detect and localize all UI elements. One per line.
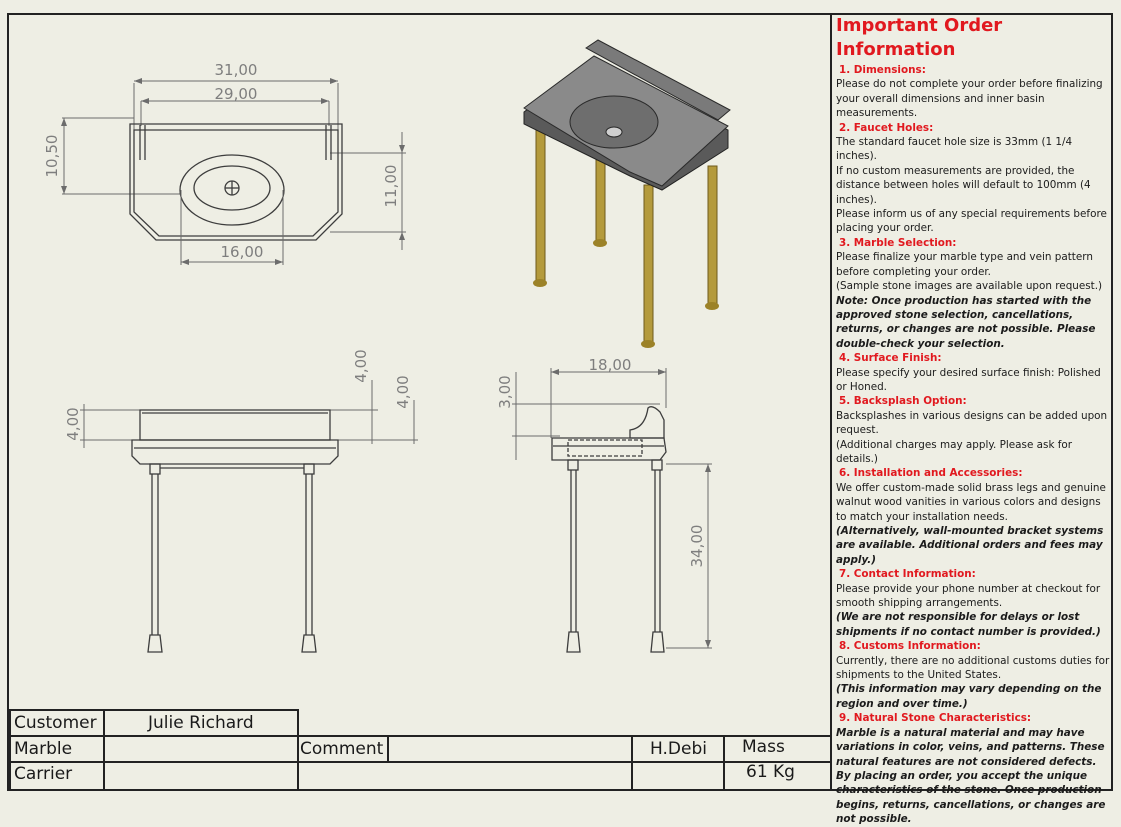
info-paragraph: Currently, there are no additional custo…	[836, 654, 1110, 682]
sheet-border	[7, 13, 1113, 791]
order-info-title: Important Order Information	[836, 15, 1003, 60]
info-section-heading: 6. Installation and Accessories:	[839, 467, 1023, 480]
info-section-heading: 7. Contact Information:	[839, 568, 976, 581]
dim-basin-width: 16,00	[221, 243, 264, 261]
drawing-sheet: 31,00 29,00 10,50 11,00	[7, 13, 1113, 791]
info-section-heading: 3. Marble Selection:	[839, 236, 957, 249]
info-paragraph: Please specify your desired surface fini…	[836, 366, 1101, 393]
info-section: 4. Surface Finish:Please specify your de…	[836, 351, 1112, 394]
dim-side-backsplash: 3,00	[496, 375, 514, 408]
info-section: 3. Marble Selection: Please finalize your…	[836, 236, 1112, 351]
dim-top-inner-width: 29,00	[215, 85, 258, 103]
mass-label: Mass	[742, 737, 785, 757]
comment-label: Comment	[300, 739, 384, 759]
info-paragraph: The standard faucet hole size is 33mm (1…	[836, 136, 1073, 163]
info-section: 1. Dimensions: Please do not complete you…	[836, 63, 1112, 121]
info-paragraph: Note: Once production has started with t…	[836, 294, 1096, 350]
dim-top-depth: 10,50	[43, 135, 61, 178]
order-info-panel: Important Order Information 1. Dimension…	[836, 14, 1112, 827]
info-paragraph: Please inform us of any special requirem…	[836, 208, 1107, 235]
title-block	[9, 709, 831, 791]
carrier-label: Carrier	[14, 764, 73, 784]
dim-top-side-depth: 11,00	[382, 165, 400, 208]
info-section: 2. Faucet Holes: The standard faucet hole…	[836, 121, 1112, 236]
info-section: 5. Backsplash Option:Backsplashes in var…	[836, 394, 1112, 466]
info-section: 6. Installation and Accessories:We offer…	[836, 466, 1112, 567]
info-paragraph: If no custom measurements are provided, …	[836, 164, 1091, 206]
dim-side-depth: 18,00	[589, 356, 632, 374]
info-paragraph: (Alternatively, wall-mounted bracket sys…	[836, 525, 1104, 566]
info-paragraph: Marble is a natural material and may hav…	[836, 726, 1105, 768]
front-view: 4,00 4,00 4,00	[64, 349, 418, 653]
info-paragraph: By placing an order, you accept the uniq…	[836, 769, 1106, 826]
info-section-heading: 8. Customs Information:	[839, 640, 981, 653]
info-section: 7. Contact Information:Please provide yo…	[836, 567, 1112, 639]
marble-label: Marble	[14, 739, 73, 759]
info-section-heading: 5. Backsplash Option:	[839, 395, 967, 408]
info-section: 8. Customs Information:Currently, there …	[836, 639, 1112, 711]
info-paragraph: We offer custom-made solid brass legs an…	[836, 481, 1106, 523]
info-paragraph: Please finalize your marble type and vei…	[836, 251, 1093, 278]
info-paragraph: Please provide your phone number at chec…	[836, 582, 1101, 610]
dim-top-outer-width: 31,00	[215, 61, 258, 79]
mass-value: 61 Kg	[746, 762, 795, 782]
info-paragraph: (We are not responsible for delays or lo…	[836, 611, 1101, 638]
info-section: 9. Natural Stone Characteristics:Marble …	[836, 711, 1112, 826]
info-paragraph: (Additional charges may apply. Please as…	[836, 438, 1073, 465]
customer-value: Julie Richard	[148, 713, 254, 733]
designer-name: H.Debi	[650, 739, 707, 759]
info-paragraph: (Sample stone images are available upon …	[836, 280, 1103, 293]
info-section-heading: 9. Natural Stone Characteristics:	[839, 712, 1032, 725]
customer-label: Customer	[14, 713, 97, 733]
info-paragraph: Backsplashes in various designs can be a…	[836, 409, 1108, 437]
top-view: 31,00 29,00 10,50 11,00	[43, 61, 406, 265]
dim-front-backsplash-total: 4,00	[352, 349, 370, 382]
info-section-heading: 1. Dimensions:	[839, 64, 926, 76]
info-section-heading: 4. Surface Finish:	[839, 352, 942, 365]
order-info-sections: 1. Dimensions: Please do not complete you…	[836, 63, 1112, 827]
isometric-view	[523, 39, 731, 348]
info-section-heading: 2. Faucet Holes:	[839, 121, 934, 134]
side-view: 18,00 3,00 34,00	[496, 356, 712, 653]
dim-front-left-height: 4,00	[64, 407, 82, 440]
info-paragraph: (This information may vary depending on …	[836, 683, 1102, 710]
dim-front-backsplash: 4,00	[394, 375, 412, 408]
info-paragraph: Please do not complete your order before…	[836, 78, 1103, 120]
dim-side-height: 34,00	[688, 525, 706, 568]
